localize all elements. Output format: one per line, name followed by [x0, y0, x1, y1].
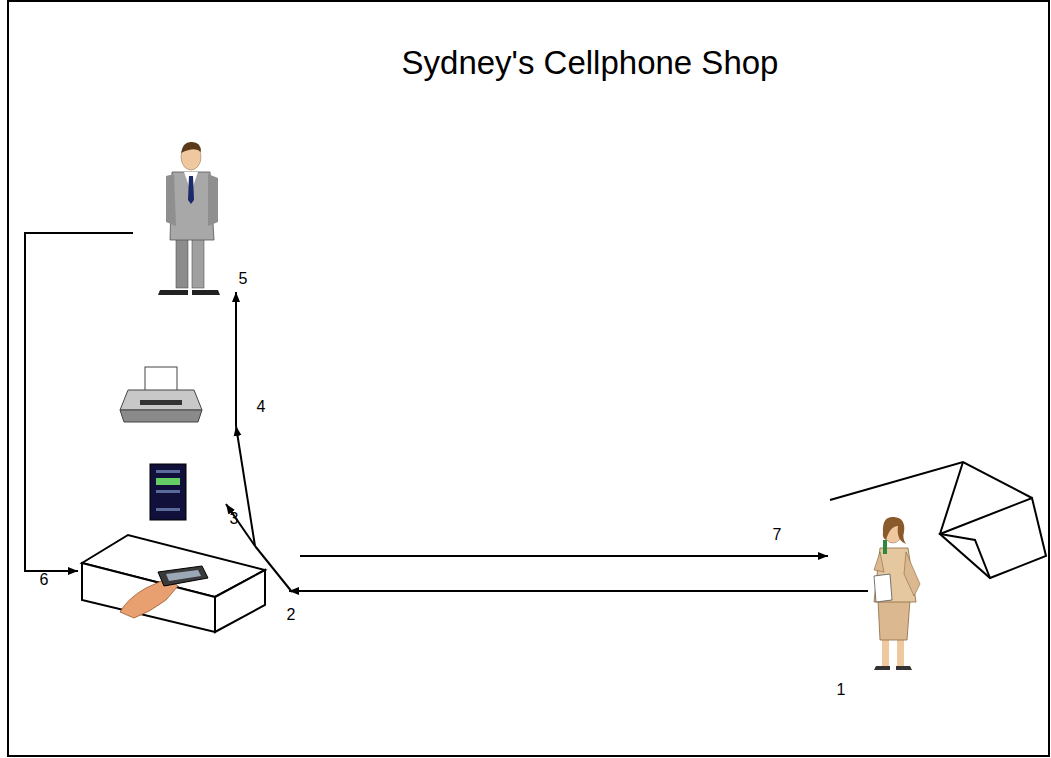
counter-side	[215, 570, 265, 632]
printer-slot	[140, 400, 182, 405]
stall-edge	[940, 462, 990, 578]
man-shoe	[192, 290, 220, 295]
server-light	[156, 478, 180, 485]
diagram-title: Sydney's Cellphone Shop	[340, 44, 840, 82]
callout-number: 6	[40, 571, 49, 589]
woman-shoe	[896, 666, 912, 670]
man-jacket	[170, 172, 214, 240]
phone-screen	[166, 570, 201, 581]
phone	[158, 566, 208, 586]
hand-with-phone	[120, 566, 208, 618]
stall-panel	[940, 498, 1046, 578]
woman-shoe	[874, 666, 890, 670]
woman-leg	[882, 638, 889, 666]
frame	[8, 1, 1049, 756]
counter-box	[82, 535, 265, 632]
callout-number: 7	[773, 526, 782, 544]
woman-paper	[874, 574, 892, 602]
flow-arrow	[25, 233, 133, 571]
printer-paper	[145, 367, 177, 391]
man-arm	[166, 174, 176, 226]
man-tie	[188, 176, 194, 204]
callout-number: 1	[837, 681, 846, 699]
callout-number: 4	[257, 398, 266, 416]
counter-front	[82, 563, 215, 632]
callout-number: 5	[239, 270, 248, 288]
man-leg	[192, 238, 204, 288]
stall-roof	[830, 462, 1032, 500]
woman-hair	[883, 517, 906, 544]
man-arm	[208, 174, 218, 226]
flow-arrow	[300, 555, 828, 557]
server-bay	[156, 490, 180, 493]
server-bay	[156, 470, 180, 473]
customer-figure	[874, 517, 920, 670]
flow-lines	[25, 233, 868, 592]
server-bay	[156, 508, 180, 511]
man-shoe	[158, 290, 188, 295]
printer-body	[120, 390, 202, 410]
flow-arrow	[226, 504, 255, 546]
printer-base	[120, 410, 202, 422]
flow-arrow	[236, 426, 255, 546]
flow-line	[255, 546, 292, 592]
printer-symbol	[120, 367, 202, 422]
manager-figure	[158, 142, 220, 295]
man-hair	[181, 142, 201, 153]
woman-leg	[897, 638, 904, 666]
callout-number: 3	[230, 510, 239, 528]
server-symbol	[150, 464, 186, 520]
man-leg	[176, 238, 188, 288]
flow-arrow	[289, 590, 868, 592]
woman-arm	[904, 552, 920, 596]
flow-arrow	[235, 292, 237, 426]
shop-stall	[830, 462, 1046, 578]
woman-skirt	[878, 600, 910, 640]
woman-arm	[874, 552, 884, 572]
callout-number: 2	[287, 606, 296, 624]
server-case	[150, 464, 186, 520]
woman-phone	[883, 540, 887, 554]
